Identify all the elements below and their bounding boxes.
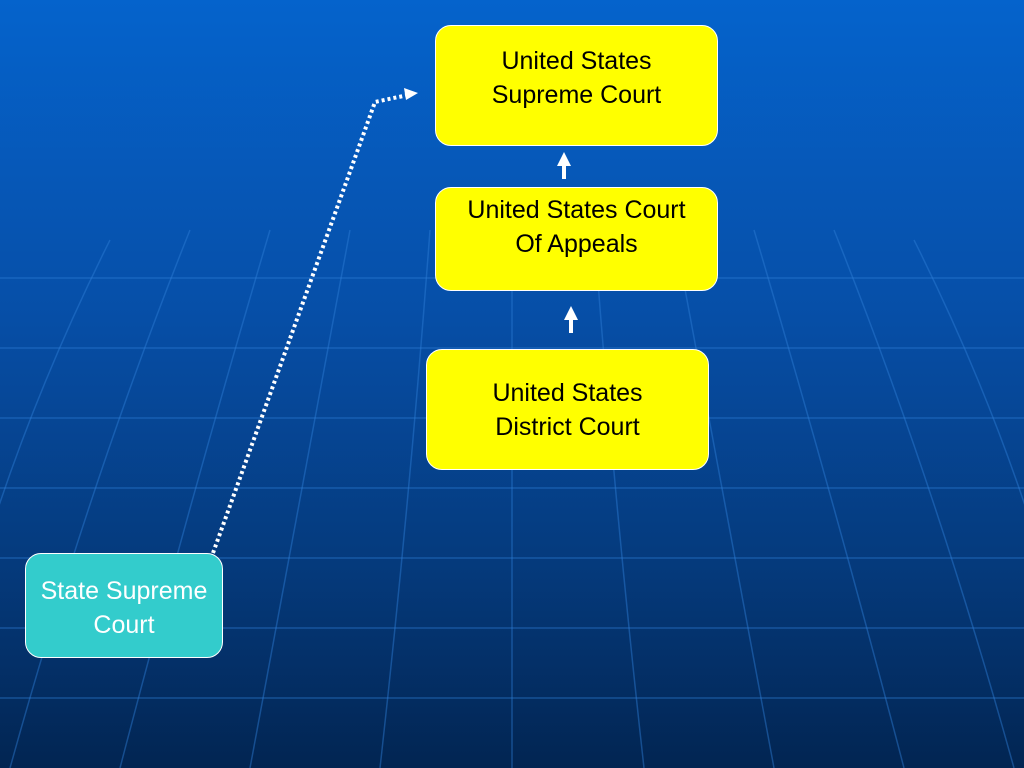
us-court-of-appeals-label-line1: United States Court [467,196,686,224]
us-court-of-appeals-box: United States Court Of Appeals [435,187,718,291]
us-district-court-label-line2: District Court [495,413,640,441]
us-district-court-label-line1: United States [492,379,643,407]
us-supreme-court-label-line2: Supreme Court [491,81,662,109]
us-court-of-appeals-label-line2: Of Appeals [515,230,638,258]
state-supreme-court-box: State Supreme Court [25,553,223,658]
us-district-court-box: United States District Court [426,349,709,470]
state-supreme-court-label-line2: Court [93,611,155,639]
us-supreme-court-box: United States Supreme Court [435,25,718,146]
us-supreme-court-label-line1: United States [501,47,652,75]
state-supreme-court-label-line1: State Supreme [40,577,208,605]
